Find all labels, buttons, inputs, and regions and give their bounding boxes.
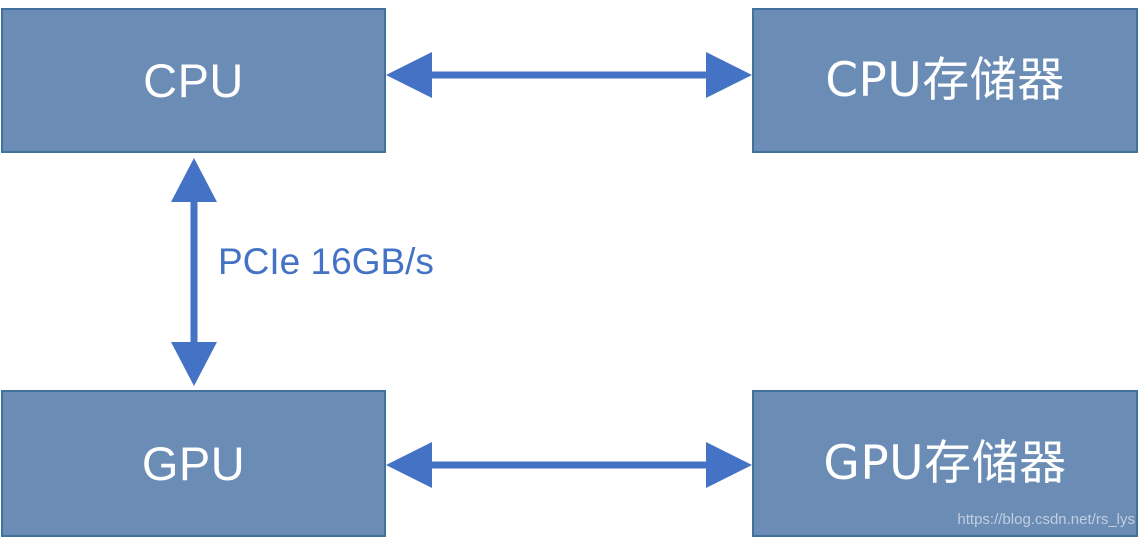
node-gpu-label: GPU bbox=[141, 437, 246, 490]
arrowhead-up-icon bbox=[171, 158, 217, 202]
arrowhead-right-icon bbox=[706, 442, 752, 488]
arrowhead-left-icon bbox=[386, 52, 432, 98]
connector-cpu-to-cpu-memory bbox=[386, 52, 752, 98]
connector-label-pcie: PCIe 16GB/s bbox=[218, 241, 434, 282]
node-cpu[interactable]: CPU bbox=[1, 8, 386, 153]
watermark-text: https://blog.csdn.net/rs_lys bbox=[957, 511, 1135, 528]
node-cpu-memory-label: CPU存储器 bbox=[825, 53, 1065, 108]
node-cpu-label: CPU bbox=[143, 54, 244, 107]
arrowhead-left-icon bbox=[386, 442, 432, 488]
connector-cpu-to-gpu bbox=[171, 158, 217, 386]
node-gpu-memory-label: GPU存储器 bbox=[823, 436, 1067, 491]
node-gpu-memory[interactable]: GPU存储器 bbox=[752, 390, 1138, 537]
arrowhead-down-icon bbox=[171, 342, 217, 386]
node-gpu[interactable]: GPU bbox=[1, 390, 386, 537]
connector-gpu-to-gpu-memory bbox=[386, 442, 752, 488]
arrowhead-right-icon bbox=[706, 52, 752, 98]
node-cpu-memory[interactable]: CPU存储器 bbox=[752, 8, 1138, 153]
